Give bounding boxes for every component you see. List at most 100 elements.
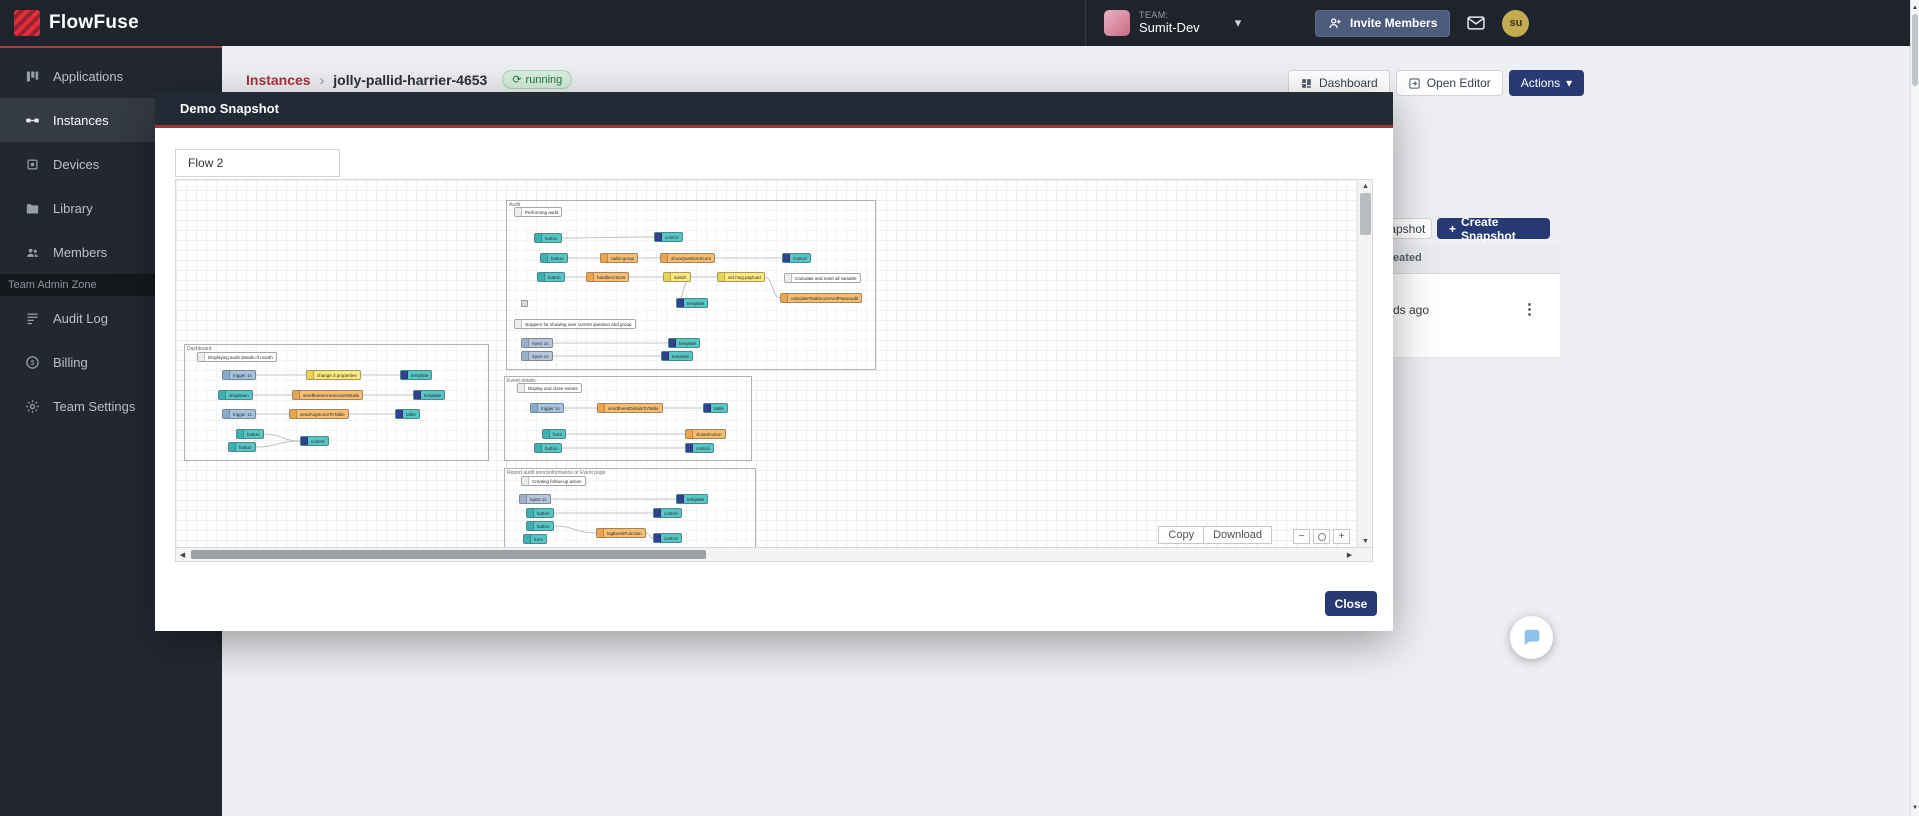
download-button[interactable]: Download: [1204, 526, 1272, 544]
page-scroll-up-icon[interactable]: ▲: [1912, 5, 1918, 11]
flow-node: inject 1s: [519, 494, 551, 504]
chat-widget-button[interactable]: [1510, 616, 1553, 659]
actions-button[interactable]: Actions ▾: [1508, 70, 1585, 96]
copy-button[interactable]: Copy: [1158, 526, 1205, 544]
flow-node: inject 1s: [521, 338, 553, 348]
flow-node-label: switch: [674, 274, 687, 280]
flow-node: closedAction: [685, 429, 726, 439]
flow-node: button: [526, 508, 554, 518]
open-editor-button[interactable]: Open Editor: [1395, 70, 1503, 96]
flow-node-label: template: [672, 353, 690, 359]
horizontal-scrollbar[interactable]: ◀ ▶: [175, 548, 1373, 562]
create-snapshot-button[interactable]: + Create Snapshot: [1437, 215, 1550, 243]
flow-node-label: sendAvgScoreToTable: [300, 411, 345, 417]
sidebar-item-label: Library: [53, 200, 93, 216]
flow-node-label: button: [537, 510, 550, 516]
vertical-scrollbar[interactable]: ▲ ▼: [1357, 180, 1372, 547]
flow-node: logEventFunction: [596, 528, 646, 538]
zoom-reset-icon: [1317, 532, 1326, 541]
invite-members-button[interactable]: Invite Members: [1315, 9, 1451, 37]
flow-node: button: [534, 443, 562, 453]
zoom-out-button[interactable]: −: [1293, 529, 1310, 544]
breadcrumb-separator: ›: [319, 71, 325, 88]
flow-node: control: [654, 232, 683, 242]
flow-node: button: [236, 429, 264, 439]
flow-node-icon: [785, 274, 792, 282]
flow-node-icon: [229, 443, 236, 451]
flow-node-label: trigger 1s: [541, 405, 560, 411]
person-plus-icon: [1329, 17, 1341, 28]
breadcrumb-instances-link[interactable]: Instances: [246, 71, 311, 88]
close-button[interactable]: Close: [1325, 591, 1377, 616]
scroll-right-icon[interactable]: ▶: [1346, 551, 1353, 559]
flow-node-label: radio-group: [611, 255, 635, 261]
dashboard-icon: [1302, 78, 1311, 88]
flow-node: button: [537, 272, 565, 282]
flow-node: template: [668, 338, 701, 348]
sidebar-item-billing[interactable]: $ Billing: [0, 340, 222, 384]
sidebar-item-audit-log[interactable]: Audit Log: [0, 296, 222, 340]
flow-node-icon: [293, 391, 300, 399]
flow-node: switch: [663, 272, 691, 282]
snapshot-timestamp-fragment: ds ago: [1393, 303, 1430, 317]
sidebar-item-devices[interactable]: Devices: [0, 142, 222, 186]
sidebar-item-label: Billing: [53, 354, 88, 370]
flow-node: template: [676, 494, 709, 504]
flow-node-label: button: [239, 444, 252, 450]
page-scroll-thumb[interactable]: [1912, 14, 1918, 86]
kebab-menu-icon[interactable]: ⋮: [1522, 301, 1537, 318]
flow-group-label: Dashboard: [187, 346, 212, 352]
scroll-left-icon[interactable]: ◀: [179, 551, 186, 559]
flow-node-label: showQuestionScore: [671, 255, 712, 261]
flow-node: Display and close events: [517, 383, 582, 393]
mail-icon[interactable]: [1466, 13, 1486, 33]
flow-node-icon: [515, 208, 522, 216]
chat-bubble-icon: [1524, 629, 1539, 645]
vertical-scroll-thumb[interactable]: [1360, 193, 1371, 235]
sidebar-item-label: Instances: [53, 112, 109, 128]
user-avatar[interactable]: su: [1502, 9, 1530, 37]
flow-node-icon: [677, 299, 684, 307]
flow-node-icon: [223, 410, 230, 418]
audit-log-icon: [27, 313, 38, 324]
flow-node: control: [653, 533, 682, 543]
flow-node-label: inject 1s: [532, 353, 549, 359]
sidebar-item-library[interactable]: Library: [0, 186, 222, 230]
flow-node: stoppers for showing user current questi…: [514, 319, 636, 329]
flow-node-label: Creating follow-up action: [532, 478, 582, 484]
flow-node-icon: [781, 294, 788, 302]
sidebar-item-team-settings[interactable]: Team Settings: [0, 384, 222, 428]
flow-node: Calculate and reset all variable: [784, 273, 861, 283]
flow-node: showQuestionScore: [660, 253, 716, 263]
sidebar-item-applications[interactable]: Applications: [0, 54, 222, 98]
flow-node-label: form: [534, 536, 543, 542]
sidebar-item-members[interactable]: Members: [0, 230, 222, 274]
horizontal-scroll-thumb[interactable]: [191, 550, 706, 559]
flow-node-icon: [515, 320, 522, 328]
viewer-controls: Copy Download: [1158, 526, 1272, 544]
devices-icon: [27, 159, 38, 169]
chevron-down-icon: ▾: [1234, 15, 1242, 30]
flow-node-label: closedAction: [696, 431, 722, 437]
brand[interactable]: FlowFuse: [0, 10, 139, 36]
zoom-reset-button[interactable]: [1313, 529, 1330, 544]
flow-node: change 3 properties: [306, 370, 361, 380]
applications-icon: [26, 71, 39, 81]
page-scrollbar[interactable]: ▲ ▼: [1910, 0, 1919, 816]
team-label: TEAM:: [1139, 10, 1169, 21]
tab-flow-2[interactable]: Flow 2: [175, 149, 340, 177]
scroll-down-icon[interactable]: ▼: [1362, 537, 1369, 545]
scroll-up-icon[interactable]: ▲: [1362, 182, 1369, 190]
sidebar-item-label: Team Settings: [53, 398, 136, 414]
modal-title: Demo Snapshot: [180, 101, 279, 116]
flow-node-label: stoppers for showing user current questi…: [525, 321, 632, 327]
flow-node: control: [685, 443, 714, 453]
create-snapshot-label: Create Snapshot: [1461, 214, 1516, 243]
team-selector[interactable]: TEAM: Sumit-Dev ▾: [1104, 10, 1299, 36]
dashboard-button[interactable]: Dashboard: [1288, 70, 1390, 96]
instance-name: jolly-pallid-harrier-4653: [333, 71, 488, 88]
page-scroll-down-icon[interactable]: ▼: [1912, 805, 1918, 811]
zoom-in-button[interactable]: +: [1333, 529, 1350, 544]
